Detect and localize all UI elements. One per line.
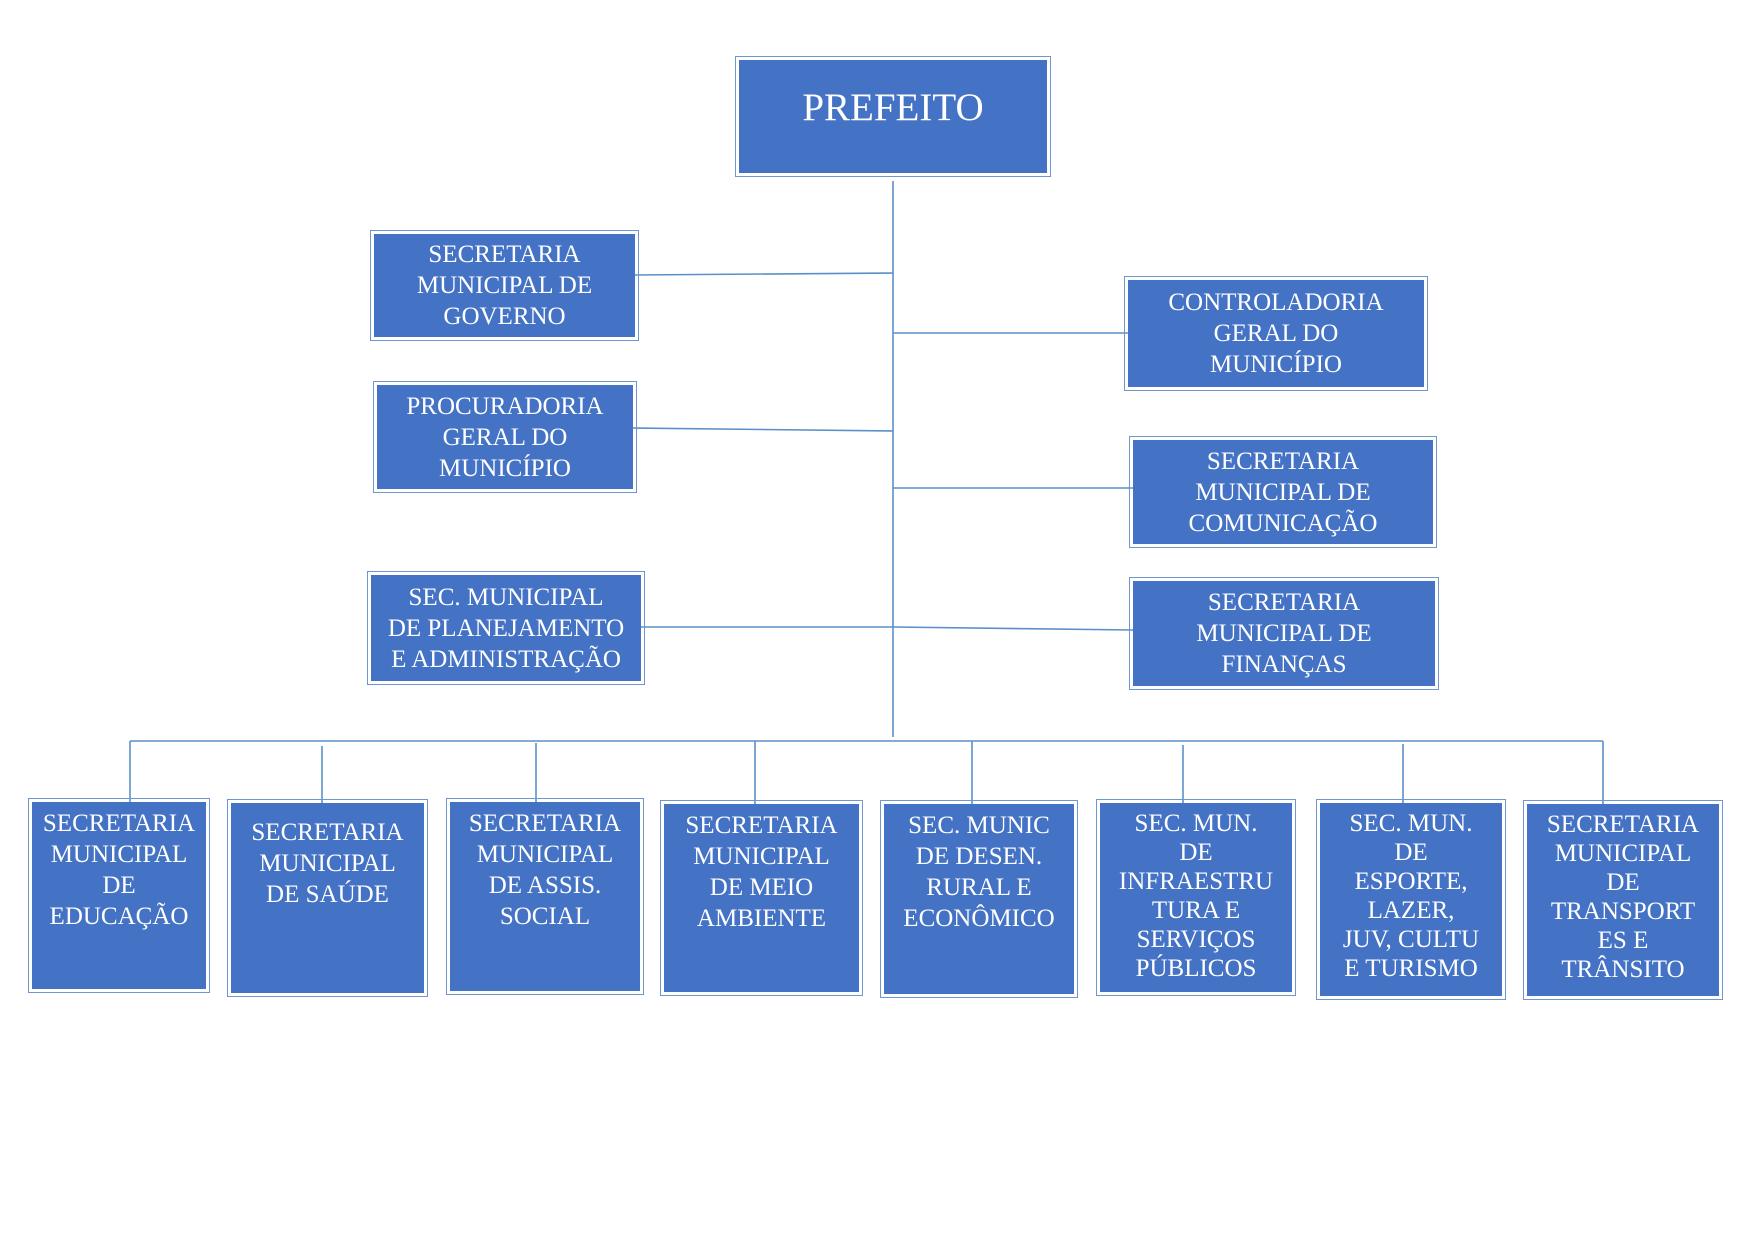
secretaria-planejamento-box: SEC. MUNICIPAL DE PLANEJAMENTO E ADMINIS… [367,571,645,685]
procuradoria-geral-box: PROCURADORIA GERAL DO MUNICÍPIO [373,381,637,493]
connector-financas [892,626,1134,631]
secretaria-infraestrutura-box: SEC. MUN. DE INFRAESTRU TURA E SERVIÇOS … [1096,799,1296,996]
controladoria-geral-box: CONTROLADORIA GERAL DO MUNICÍPIO [1124,276,1428,391]
prefeito-box: PREFEITO [735,56,1051,177]
secretaria-governo-box: SECRETARIA MUNICIPAL DE GOVERNO [370,230,639,341]
secretaria-meio-ambiente-box: SECRETARIA MUNICIPAL DE MEIO AMBIENTE [660,800,863,996]
secretaria-educacao-box: SECRETARIA MUNICIPAL DE EDUCAÇÃO [28,798,210,993]
connector-governo [634,272,894,276]
secretaria-desen-rural-box: SEC. MUNIC DE DESEN. RURAL E ECONÔMICO [880,800,1078,998]
secretaria-financas-box: SECRETARIA MUNICIPAL DE FINANÇAS [1129,577,1439,690]
connector-procuradoria [632,427,894,432]
secretaria-assis-social-box: SECRETARIA MUNICIPAL DE ASSIS. SOCIAL [446,798,644,995]
secretaria-comunicacao-box: SECRETARIA MUNICIPAL DE COMUNICAÇÃO [1129,436,1437,548]
secretaria-esporte-box: SEC. MUN. DE ESPORTE, LAZER, JUV, CULTU … [1316,799,1506,1000]
secretaria-transportes-box: SECRETARIA MUNICIPAL DE TRANSPORT ES E T… [1523,800,1723,1000]
secretaria-saude-box: SECRETARIA MUNICIPAL DE SAÚDE [227,799,428,997]
